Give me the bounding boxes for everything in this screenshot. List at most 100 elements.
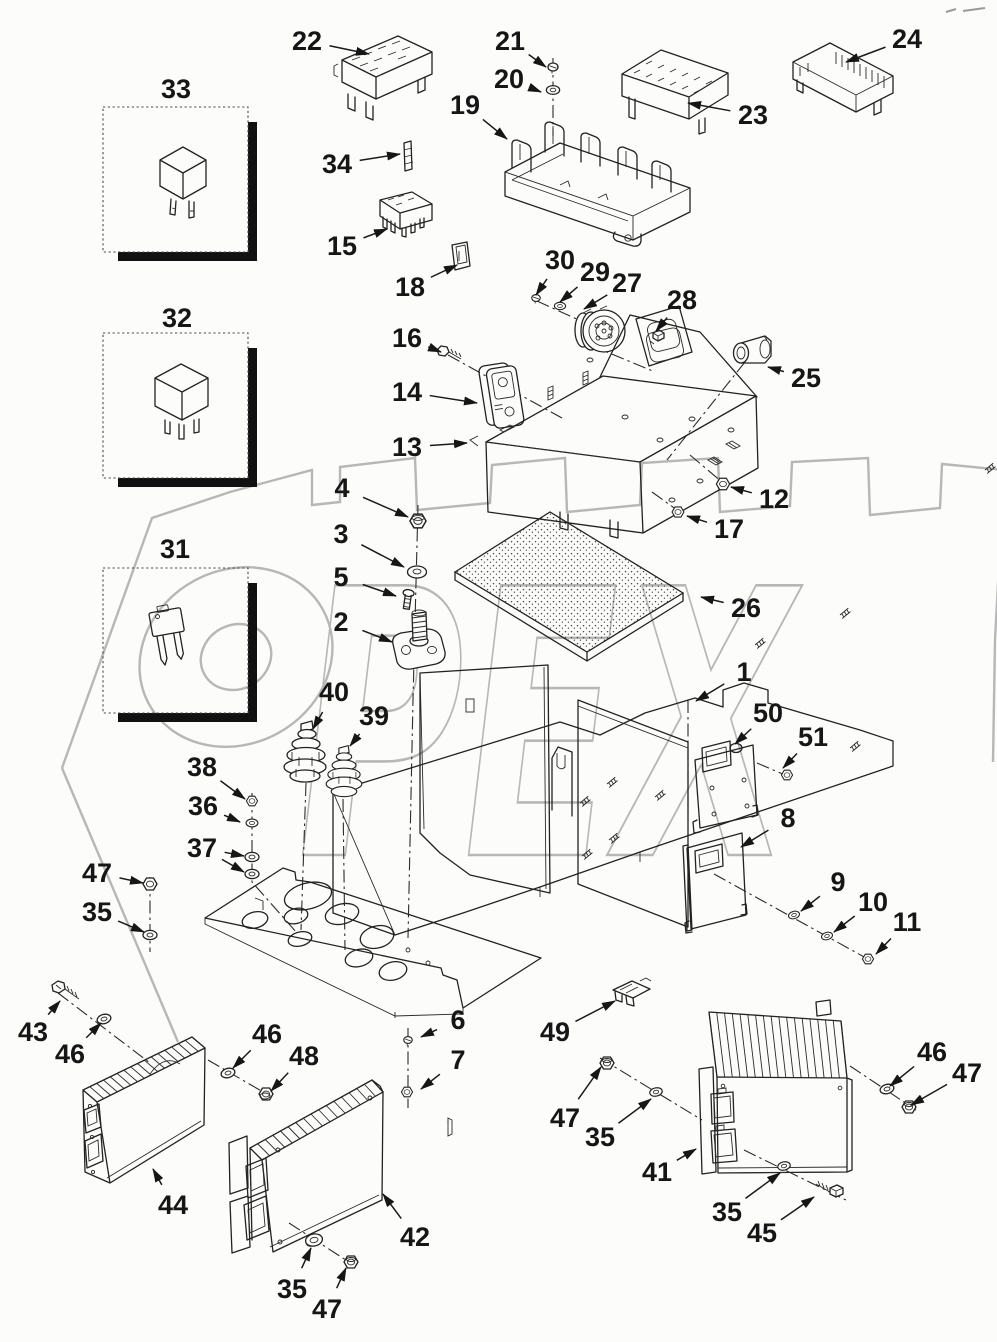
callout-34-30: 34 (322, 149, 352, 179)
leader-arrow-8-7 (740, 829, 769, 848)
corner-artifact (945, 7, 986, 13)
callout-42-41: 42 (400, 1222, 430, 1252)
leader-arrow-19-18 (482, 118, 508, 140)
part-4-nut (409, 513, 427, 529)
callout-35-32: 35 (277, 1274, 307, 1304)
leader-arrow-26-25 (700, 595, 724, 605)
part-25-plug (732, 335, 772, 364)
fin-line (318, 1109, 331, 1123)
leader-arrow-40-39 (312, 711, 324, 730)
part-41-ecm (698, 999, 853, 1175)
leader-arrow-30-29 (535, 278, 548, 296)
fin-line (739, 1014, 749, 1078)
callout-45-44: 45 (747, 1218, 777, 1248)
fin-line (96, 1083, 111, 1096)
leader-arrow-6-5 (420, 1027, 438, 1038)
fin-line (825, 1019, 833, 1078)
fin-line (103, 1079, 118, 1093)
callout-1-0: 1 (736, 657, 751, 687)
part-13-bracket (469, 314, 759, 539)
callout-26-25: 26 (731, 593, 761, 623)
part-3-washer (406, 565, 428, 579)
part-26-gasket-pad (453, 511, 685, 662)
leader-arrow-48-52 (270, 1072, 289, 1092)
part-20-washer (545, 85, 561, 95)
leader-arrow-9-8 (800, 895, 821, 912)
leader-arrow-36-35 (223, 812, 241, 823)
part-relay-33 (159, 146, 207, 219)
callout-44-43: 44 (158, 1190, 188, 1220)
part-17-nut (671, 506, 685, 518)
fin-line (264, 1139, 278, 1152)
callout-35-34: 35 (712, 1197, 742, 1227)
fin-line (171, 1046, 186, 1059)
callout-7-6: 7 (450, 1045, 465, 1075)
part-50-module (692, 740, 759, 834)
fin-line (150, 1056, 165, 1069)
leader-arrow-50-54 (734, 728, 752, 745)
fin-line (832, 1020, 840, 1078)
leader-arrow-18-17 (430, 264, 458, 278)
callout-47-51: 47 (952, 1058, 982, 1088)
leader-arrow-3-2 (361, 544, 405, 568)
leader-arrow-37-36 (224, 849, 245, 858)
leader-arrow-47-49 (335, 1267, 347, 1289)
leader-arrow-35-34 (745, 1172, 781, 1199)
fin-line (303, 1117, 316, 1131)
watermark-gear-edge (60, 767, 180, 1043)
callout-47-49: 47 (312, 1294, 342, 1324)
fin-line (325, 1105, 338, 1118)
part-1-support-panel (332, 462, 997, 936)
part-42-ecm (228, 1079, 453, 1254)
part-box-33 (102, 106, 257, 261)
leader-arrow-46-45 (85, 1022, 102, 1039)
part-relay-32 (154, 363, 209, 440)
leader-arrow-47-48 (119, 875, 144, 885)
part-box-32 (102, 332, 257, 487)
callout-17-16: 17 (714, 514, 744, 544)
fin-line (724, 1013, 733, 1078)
fin-line (356, 1088, 369, 1101)
callout-13-12: 13 (392, 432, 422, 462)
part-27-round-connector (574, 305, 626, 353)
fin-line (770, 1016, 779, 1078)
callout-22-21: 22 (292, 26, 322, 56)
fin-line (348, 1092, 361, 1106)
callout-40-39: 40 (319, 677, 349, 707)
part-fuse-31 (148, 604, 185, 666)
fin-line (144, 1059, 159, 1072)
leader-arrow-17-16 (686, 515, 708, 525)
leader-arrow-29-28 (559, 286, 579, 303)
fin-line (333, 1100, 346, 1114)
leader-arrow-37-36 (221, 858, 245, 873)
leader-arrow-12-11 (730, 486, 753, 495)
part-8-module (682, 832, 748, 934)
callout-4-3: 4 (334, 473, 349, 503)
leader-arrow-24-23 (845, 46, 886, 63)
part-11-nut (861, 953, 875, 965)
callout-2-1: 2 (333, 607, 348, 637)
callout-50-54: 50 (753, 698, 783, 728)
fin-line (280, 1130, 293, 1144)
leader-arrow-16-15 (427, 342, 442, 353)
part-10-washer (820, 930, 834, 942)
callout-39-38: 39 (359, 701, 389, 731)
callout-16-15: 16 (392, 323, 422, 353)
callout-23-22: 23 (738, 100, 768, 130)
fin-line (116, 1073, 132, 1086)
leader-arrow-41-40 (676, 1148, 697, 1161)
callout-35-31: 35 (82, 897, 112, 927)
callout-9-8: 9 (830, 867, 845, 897)
callout-51-55: 51 (798, 722, 828, 752)
leader-arrow-27-26 (583, 294, 608, 310)
part-15-connector (379, 191, 433, 238)
part-35-washer-c (648, 1086, 664, 1098)
fin-line (157, 1053, 172, 1066)
callout-47-48: 47 (82, 858, 112, 888)
fin-line (109, 1076, 125, 1089)
leader-arrow-14-13 (429, 394, 478, 406)
fin-line (809, 1018, 817, 1078)
callout-12-11: 12 (759, 484, 789, 514)
